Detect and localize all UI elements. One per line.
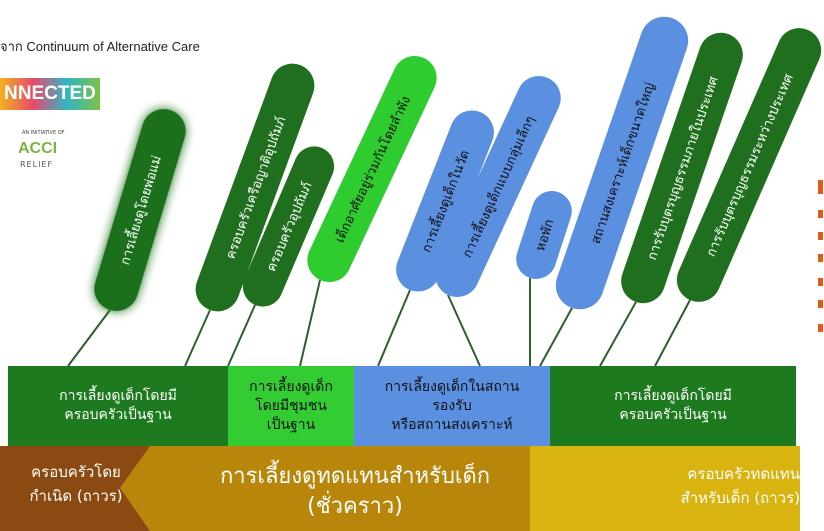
leaf-stem xyxy=(447,294,481,367)
acci-logo-text: ACCI xyxy=(18,140,58,157)
family-based-care-box-right: การเลี้ยงดูเด็กโดยมีครอบครัวเป็นฐาน xyxy=(550,366,796,446)
relief-logo-text: RELIEF xyxy=(20,160,54,169)
leaf: การเลี้ยงดูโดยพ่อแม่ xyxy=(94,109,186,311)
leaf-shape xyxy=(435,75,561,298)
residential-care-box: การเลี้ยงดูเด็กในสถานรองรับหรือสถานสงเคร… xyxy=(354,366,550,446)
leaf-shape xyxy=(516,191,572,279)
box-line: ครอบครัวเป็นฐาน xyxy=(64,407,172,423)
logo-initiative-text: AN INITIATIVE OF xyxy=(22,130,65,136)
side-fragment xyxy=(818,180,823,332)
logo-wordmark: NNECTED xyxy=(0,78,100,110)
box-line: เป็นฐาน xyxy=(266,416,316,433)
leaf-shape xyxy=(621,32,743,304)
box-line: การเลี้ยงดูเด็กโดยมี xyxy=(614,388,732,404)
leaf-stem xyxy=(299,279,321,367)
box-line: ครอบครัวเป็นฐาน xyxy=(619,407,727,423)
label-line: ครอบครัวทดแทน xyxy=(687,465,800,483)
leaf-stem xyxy=(377,289,411,367)
label-line: (ชั่วคราว) xyxy=(307,494,403,519)
leaf-stem xyxy=(67,309,111,367)
connected-logo: NNECTED AN INITIATIVE OF ACCI RELIEF xyxy=(0,58,108,178)
source-caption: จาก Continuum of Alternative Care xyxy=(0,39,200,54)
birth-family-label: ครอบครัวโดยกำเนิด (ถาวร) xyxy=(6,460,146,508)
leaf-shape xyxy=(94,109,186,311)
logo-word-text: NNECTED xyxy=(4,83,96,104)
box-line: การเลี้ยงดูเด็ก xyxy=(249,378,333,395)
label-line: กำเนิด (ถาวร) xyxy=(29,487,123,505)
label-line: การเลี้ยงดูทดแทนสำหรับเด็ก xyxy=(219,464,491,489)
label-line: ครอบครัวโดย xyxy=(31,463,121,481)
label-line: สำหรับเด็ก (ถาวร) xyxy=(680,489,800,507)
box-line: โดยมีชุมชน xyxy=(255,397,327,414)
leaf-stem xyxy=(184,309,211,367)
substitute-family-label: ครอบครัวทดแทนสำหรับเด็ก (ถาวร) xyxy=(630,462,800,510)
alternative-care-label: การเลี้ยงดูทดแทนสำหรับเด็ก (ชั่วคราว) xyxy=(190,462,520,522)
leaf-shape xyxy=(307,55,437,283)
substitute-family-block xyxy=(530,446,800,531)
leaf-shape xyxy=(555,16,689,310)
arrow-tip xyxy=(530,446,560,531)
leaf-stem xyxy=(599,301,637,367)
box-line: หรือสถานสงเคราะห์ xyxy=(391,416,513,433)
bottom-band: ครอบครัวโดยกำเนิด (ถาวร) การเลี้ยงดูทดแท… xyxy=(0,446,800,531)
leaf-shape xyxy=(396,110,494,292)
arrow-shape xyxy=(120,446,580,531)
box-line: รองรับ xyxy=(432,397,472,414)
family-based-care-box-left: การเลี้ยงดูเด็กโดยมีครอบครัวเป็นฐาน xyxy=(8,366,228,446)
box-line: การเลี้ยงดูเด็กโดยมี xyxy=(59,388,177,404)
leaf-shape xyxy=(676,28,822,302)
leaf-label: เด็กอาศัยอยู่ร่วมกันโดยลำพัง xyxy=(330,93,414,246)
leaf-shape xyxy=(195,63,315,312)
box-line: การเลี้ยงดูเด็กในสถาน xyxy=(384,378,520,395)
alternative-care-arrow xyxy=(120,446,580,531)
leaf-stem xyxy=(654,299,691,367)
leaf-stem xyxy=(539,307,573,367)
leaf-shape xyxy=(242,146,335,307)
leaf-stem xyxy=(227,304,256,367)
community-based-care-box: การเลี้ยงดูเด็กโดยมีชุมชนเป็นฐาน xyxy=(228,366,354,446)
leaf: หอพัก xyxy=(516,191,572,279)
